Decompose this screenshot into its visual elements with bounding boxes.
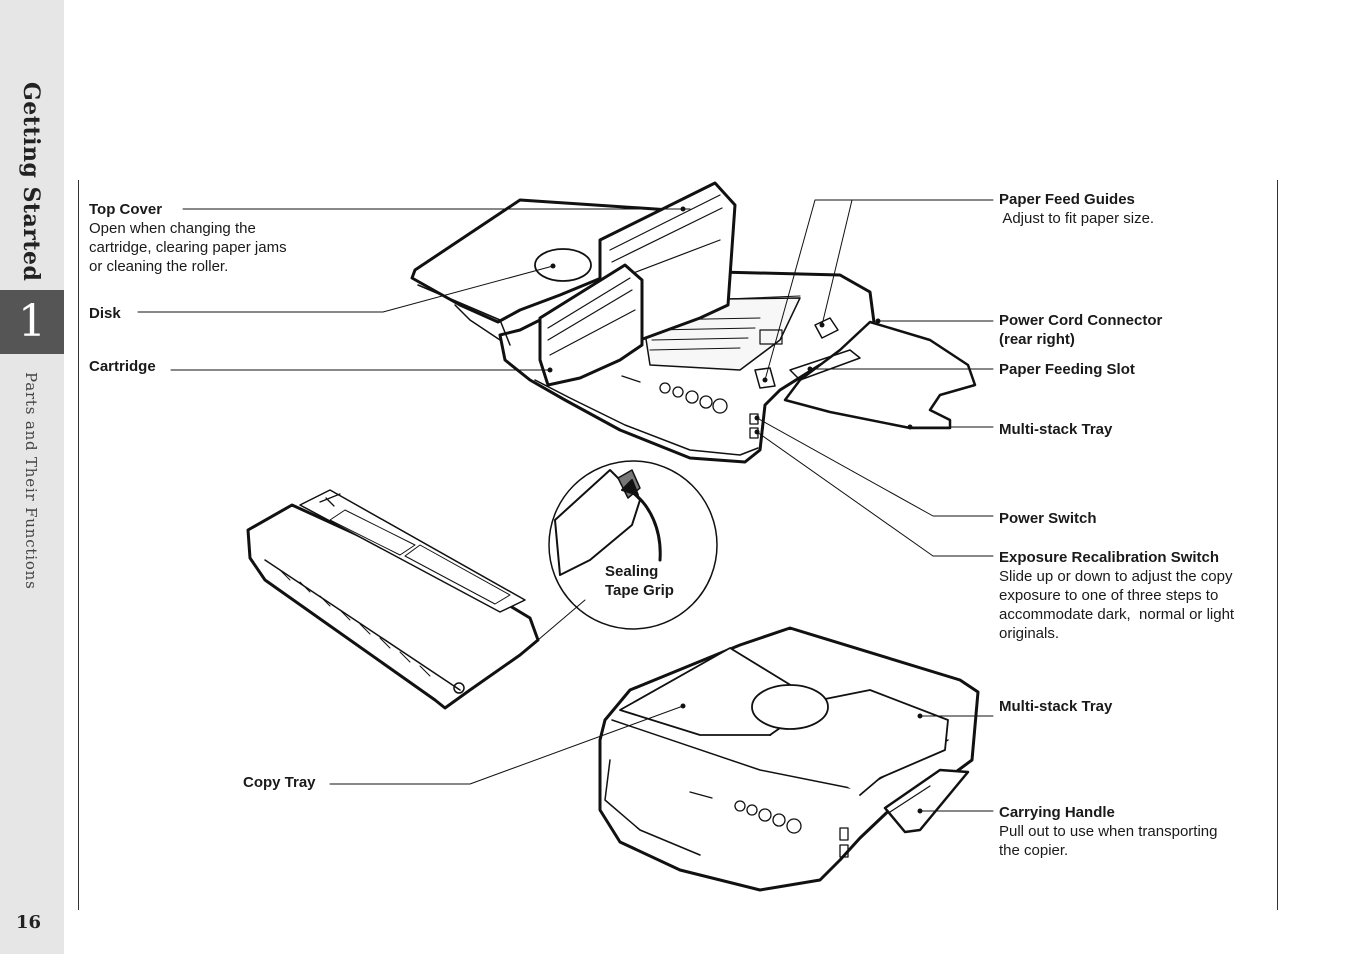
label-title: Multi-stack Tray: [999, 698, 1113, 715]
label-title: Disk: [89, 305, 121, 322]
left-frame-rule: [78, 180, 79, 910]
label-desc: Pull out to use when transporting: [999, 823, 1218, 840]
label-desc: or cleaning the roller.: [89, 258, 229, 275]
label-title-line2: (rear right): [999, 331, 1075, 348]
label-paper-feeding-slot: Paper Feeding Slot: [999, 360, 1135, 379]
label-title: Power Switch: [999, 510, 1097, 527]
label-title: Sealing: [605, 563, 659, 580]
section-title: Parts and Their Functions: [22, 372, 40, 590]
leader-lines: [137, 199, 994, 812]
label-title: Carrying Handle: [999, 804, 1115, 821]
label-desc: cartridge, clearing paper jams: [89, 239, 287, 256]
label-desc: Slide up or down to adjust the copy: [999, 568, 1233, 585]
label-disk: Disk: [89, 304, 121, 323]
label-title: Cartridge: [89, 358, 156, 375]
label-title: Exposure Recalibration Switch: [999, 549, 1220, 566]
label-cartridge: Cartridge: [89, 357, 156, 376]
label-copy-tray: Copy Tray: [243, 773, 316, 792]
copier-closed-illustration: [598, 626, 980, 892]
label-exposure-recalibration-switch: Exposure Recalibration Switch Slide up o…: [999, 548, 1234, 643]
label-desc: Adjust to fit paper size.: [999, 210, 1155, 227]
label-carrying-handle: Carrying Handle Pull out to use when tra…: [999, 803, 1217, 860]
label-desc: the copier.: [999, 842, 1069, 859]
label-multi-stack-tray-top: Multi-stack Tray: [999, 420, 1112, 439]
label-title: Top Cover: [89, 201, 163, 218]
label-desc: accommodate dark, normal or light: [999, 606, 1235, 623]
label-title: Paper Feeding Slot: [999, 361, 1135, 378]
label-title-line2: Tape Grip: [605, 582, 674, 599]
label-power-switch: Power Switch: [999, 509, 1097, 528]
label-multi-stack-tray-bottom: Multi-stack Tray: [999, 697, 1112, 716]
chapter-title: Getting Started: [18, 82, 44, 282]
page-number: 16: [16, 912, 42, 933]
label-title: Paper Feed Guides: [999, 191, 1135, 208]
label-sealing-tape-grip: Sealing Tape Grip: [605, 562, 674, 600]
label-desc: originals.: [999, 625, 1060, 642]
label-desc: Open when changing the: [89, 220, 256, 237]
label-top-cover: Top Cover Open when changing the cartrid…: [89, 200, 287, 276]
sidebar: Getting Started 1 Parts and Their Functi…: [0, 0, 64, 954]
label-paper-feed-guides: Paper Feed Guides Adjust to fit paper si…: [999, 190, 1154, 228]
right-frame-rule: [1277, 180, 1278, 910]
label-desc: exposure to one of three steps to: [999, 587, 1219, 604]
copier-open-illustration: [410, 181, 977, 464]
label-title: Copy Tray: [243, 774, 316, 791]
label-power-cord-connector: Power Cord Connector (rear right): [999, 311, 1162, 349]
label-title: Power Cord Connector: [999, 312, 1163, 329]
cartridge-illustration: [246, 489, 540, 710]
label-title: Multi-stack Tray: [999, 421, 1113, 438]
sealing-tape-detail: [537, 460, 718, 641]
chapter-number: 1: [0, 290, 64, 354]
